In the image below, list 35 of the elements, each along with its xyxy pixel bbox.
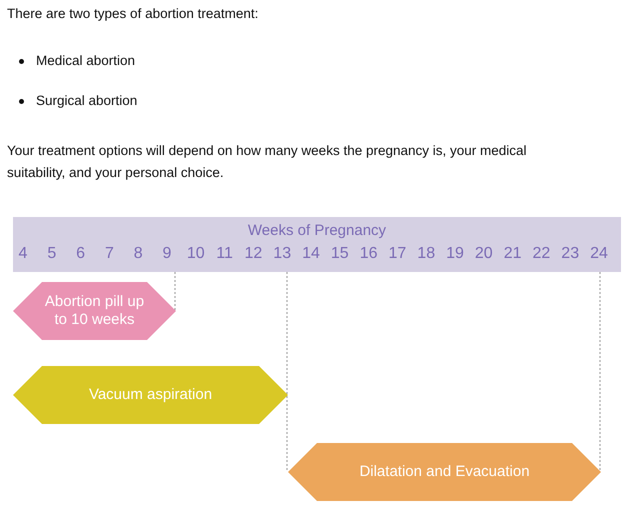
hexagon-bar	[13, 282, 176, 340]
tick-label: 12	[244, 245, 262, 263]
tick-label: 10	[186, 245, 205, 263]
tick-label: 19	[446, 245, 464, 263]
tick-label: 15	[330, 245, 349, 263]
bar-label: Abortion pill up to 10 weeks	[44, 293, 146, 329]
tick-label: 11	[216, 245, 233, 263]
tick-label: 20	[474, 245, 493, 263]
tick-label: 21	[504, 245, 522, 263]
list-item: Surgical abortion	[36, 92, 138, 110]
tick-label: 17	[388, 245, 406, 263]
tick-label: 4	[18, 245, 28, 263]
tick-label: 16	[360, 245, 378, 263]
tick-label: 22	[532, 245, 550, 263]
bar-label: Dilatation and Evacuation	[359, 463, 530, 481]
guide-line	[174, 272, 176, 312]
paragraph: There are two types of abortion treatment:	[7, 5, 260, 23]
tick-label: 13	[273, 245, 292, 263]
tick-label: 8	[134, 245, 143, 263]
tick-label: 9	[162, 245, 172, 263]
axis-title: Weeks of Pregnancy	[248, 222, 386, 240]
guide-line	[286, 272, 288, 472]
tick-label: 5	[47, 245, 56, 263]
hexagon-bar	[288, 443, 601, 501]
tick-label: 18	[417, 245, 436, 263]
list-item: Medical abortion	[36, 52, 136, 70]
tick-label: 7	[104, 245, 114, 263]
tick-label: 14	[302, 245, 320, 263]
bar-label: Vacuum aspiration	[88, 386, 212, 404]
tick-label: 6	[76, 245, 86, 263]
hexagon-bar	[13, 366, 288, 424]
tick-label: 24	[590, 245, 608, 263]
header-band	[13, 217, 621, 272]
tick-label: 23	[561, 245, 580, 263]
paragraph: Your treatment options will depend on how many weeks the pregnancy is, your medical suitability, and your personal choice.	[7, 142, 528, 182]
